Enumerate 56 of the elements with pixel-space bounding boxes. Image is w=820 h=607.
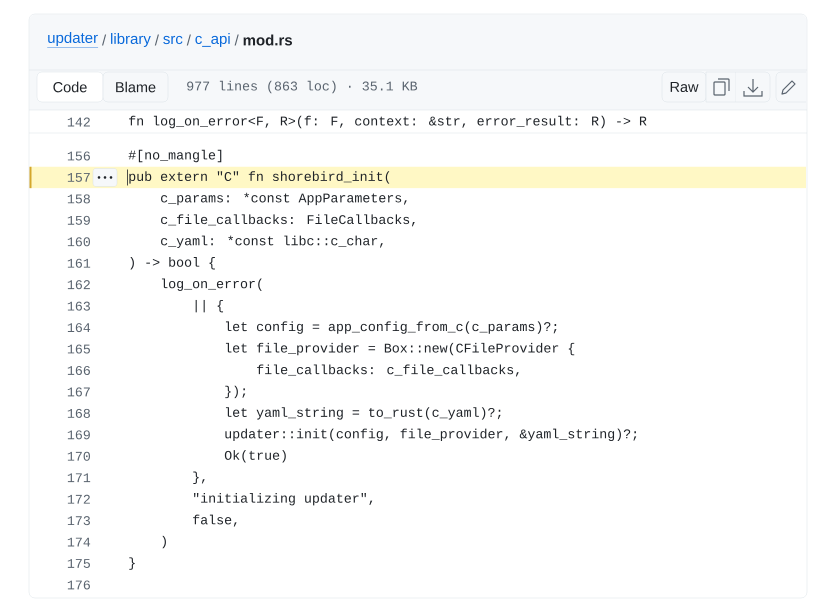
line-number: 167: [68, 387, 90, 396]
line-number: 157: [68, 173, 90, 182]
code-line: });: [225, 386, 246, 398]
line-number: 165: [68, 344, 90, 354]
raw-button: Raw: [662, 72, 706, 102]
line-number: 162: [68, 280, 90, 290]
tab: Blame: [102, 72, 168, 102]
line-number: 159: [68, 216, 90, 225]
code-line: fn log_on_error<F, R>(f: F, context: &str, error_result: R) -> R: [129, 116, 647, 128]
line-number: 172: [68, 494, 90, 504]
line-number: 163: [68, 302, 90, 311]
line-number: 158: [68, 194, 90, 204]
code-line: "initializing updater",: [194, 493, 372, 506]
code-line: Ok(true): [224, 450, 286, 462]
code-line: let yaml_string = to_rust(c_yaml)?;: [226, 407, 501, 420]
code-line: c_params: *const AppParameters,: [161, 192, 407, 206]
file-info: 977 lines (863 loc) · 35.1 KB: [187, 80, 418, 94]
path-link: src: [163, 36, 182, 44]
code-line: ) -> bool {: [130, 257, 215, 270]
code-line: pub extern "C" fn shorebird_init(: [129, 171, 390, 184]
line-number: 160: [68, 237, 90, 246]
code-line: file_callbacks: c_file_callbacks,: [257, 364, 519, 376]
line-number: 169: [68, 430, 90, 440]
code-line: c_file_callbacks: FileCallbacks,: [161, 214, 415, 226]
path-link: c_api: [195, 33, 230, 47]
path-separator: /: [154, 34, 159, 46]
code-line: ): [162, 536, 166, 548]
path-link: updater: [47, 32, 98, 48]
line-number: 168: [68, 408, 90, 418]
line-number: 156: [68, 151, 90, 160]
code-line: updater::init(config, file_provider, &yaml_string)?;: [225, 428, 636, 442]
path-separator: /: [186, 34, 191, 46]
file-name: mod.rs: [244, 34, 292, 46]
line-number: 174: [68, 538, 90, 546]
path-separator: /: [102, 34, 106, 46]
code-line: }: [129, 557, 135, 570]
code-line: false,: [193, 514, 237, 527]
line-number: 142: [68, 118, 90, 126]
line-number: 171: [68, 473, 90, 482]
line-number: 166: [68, 366, 90, 375]
line-number: 170: [68, 452, 90, 461]
code-line: let file_provider = Box::new(CFileProvider {: [226, 342, 574, 356]
path-separator: /: [234, 34, 239, 46]
line-number: 161: [68, 258, 90, 268]
code-line: log_on_error(: [162, 278, 262, 291]
path-link: library: [111, 33, 151, 47]
selected-tab: Code: [36, 72, 104, 102]
line-number: 176: [68, 580, 90, 590]
code-line: let config = app_config_from_c(c_params)?;: [226, 321, 556, 334]
line-number: 173: [68, 516, 90, 526]
code-line: },: [193, 472, 205, 484]
code-line: c_yaml: *const libc::c_char,: [161, 236, 383, 248]
line-number: 175: [68, 559, 90, 568]
code-line: || {: [196, 300, 224, 312]
line-number: 164: [68, 323, 90, 332]
code-line: #[no_mangle]: [128, 150, 222, 162]
